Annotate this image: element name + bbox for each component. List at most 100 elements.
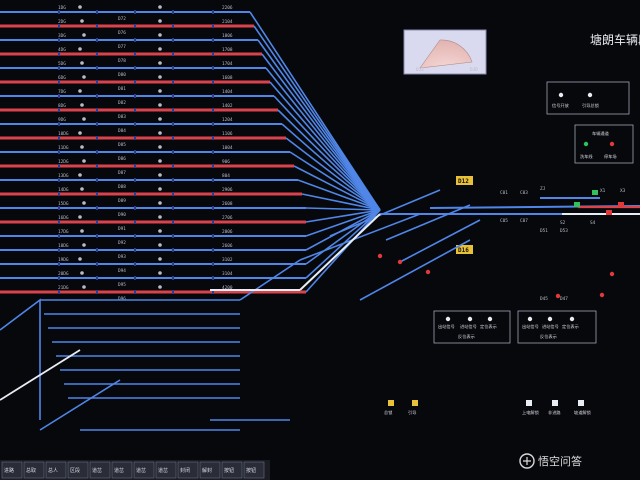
switch-label: 2806 <box>222 229 233 235</box>
insulated-joint <box>212 178 214 182</box>
track-label: 1DG <box>58 5 66 11</box>
switch-label: 2206 <box>222 5 233 11</box>
bottom-icon[interactable]: 非进路 <box>548 400 561 416</box>
track-label: 13DG <box>58 173 69 179</box>
throat-route[interactable] <box>293 165 381 211</box>
toolbar-button[interactable]: 道岔 <box>133 461 155 479</box>
toolbar-button[interactable]: 道岔 <box>155 461 177 479</box>
signal-label: D76 <box>118 30 126 36</box>
throat-route[interactable] <box>277 109 381 211</box>
toolbar-button-label: 封闭 <box>180 467 190 474</box>
signal-lamp <box>158 159 162 163</box>
signal-dot[interactable] <box>599 292 605 298</box>
right-label: D51 <box>540 228 548 234</box>
throat-route[interactable] <box>285 137 381 211</box>
toolbar-button[interactable]: 进路 <box>1 461 23 479</box>
throat-route[interactable] <box>297 179 381 211</box>
throat-route[interactable] <box>305 209 381 251</box>
throat-route[interactable] <box>301 193 381 211</box>
insulated-joint <box>96 276 98 280</box>
throat-route[interactable] <box>281 123 381 211</box>
insulated-joint <box>134 192 136 196</box>
yard-track[interactable]: 21DGD964200 <box>0 285 306 302</box>
signal-dot[interactable] <box>609 271 615 277</box>
toolbar-button[interactable]: 总取 <box>23 461 45 479</box>
toolbar-button[interactable]: 总人 <box>45 461 67 479</box>
signal-label: D94 <box>118 268 126 274</box>
crossover[interactable] <box>299 213 421 261</box>
signal-dot[interactable] <box>555 293 561 299</box>
signal-lamp <box>158 145 162 149</box>
throat-route[interactable] <box>269 81 381 211</box>
signal-lamp <box>80 103 84 107</box>
throat-route[interactable] <box>305 209 381 265</box>
toolbar-button[interactable]: 按钮 <box>221 461 243 479</box>
insulated-joint <box>96 38 98 42</box>
loop-route[interactable] <box>39 379 121 431</box>
switch-label: 1806 <box>222 33 233 39</box>
bottom-icon[interactable]: 引导 <box>408 400 418 416</box>
insulated-joint <box>172 206 174 210</box>
bottom-icon[interactable]: 坡道解锁 <box>574 400 592 416</box>
signal-lamp <box>80 187 84 191</box>
loop-route[interactable] <box>0 349 81 401</box>
insulated-joint <box>172 262 174 266</box>
tag-d12[interactable]: D12 <box>456 176 473 185</box>
lower-link[interactable] <box>239 259 301 301</box>
signal-lamp <box>82 243 86 247</box>
signal-lamp <box>158 103 162 107</box>
signal-dot[interactable] <box>377 253 383 259</box>
signal-dot[interactable] <box>425 269 431 275</box>
insulated-joint <box>172 290 174 294</box>
insulated-joint <box>134 290 136 294</box>
toolbar-button[interactable]: 道岔 <box>111 461 133 479</box>
lower-loop[interactable] <box>0 298 41 420</box>
insulated-joint <box>172 234 174 238</box>
throat-route[interactable] <box>305 209 381 237</box>
crossover[interactable] <box>359 239 471 301</box>
signal-label: D81 <box>118 86 126 92</box>
signal-lamp <box>78 47 82 51</box>
signal-lamp <box>158 75 162 79</box>
toolbar-button[interactable]: 区段 <box>67 461 89 479</box>
toolbar-button[interactable]: 按钮 <box>243 461 265 479</box>
track-label: 9DG <box>58 117 66 123</box>
crossover[interactable] <box>385 204 471 241</box>
toolbar-button[interactable]: 封闭 <box>177 461 199 479</box>
throat-route[interactable] <box>273 95 381 211</box>
tag-d16[interactable]: D16 <box>456 245 473 254</box>
signal-lamp <box>78 131 82 135</box>
bottom-icon[interactable]: 总锁 <box>384 400 394 416</box>
throat-route[interactable] <box>305 209 381 223</box>
insulated-joint <box>96 192 98 196</box>
right-label: D47 <box>560 296 568 302</box>
toolbar-button[interactable]: 解封 <box>199 461 221 479</box>
throat-route[interactable] <box>305 207 381 211</box>
throat-route[interactable] <box>289 151 381 211</box>
insulated-joint <box>172 220 174 224</box>
signal-dot[interactable] <box>397 259 403 265</box>
toolbar-button[interactable]: 道岔 <box>89 461 111 479</box>
bottom-icon[interactable]: 上电解锁 <box>522 400 540 416</box>
crossover[interactable] <box>399 219 481 263</box>
